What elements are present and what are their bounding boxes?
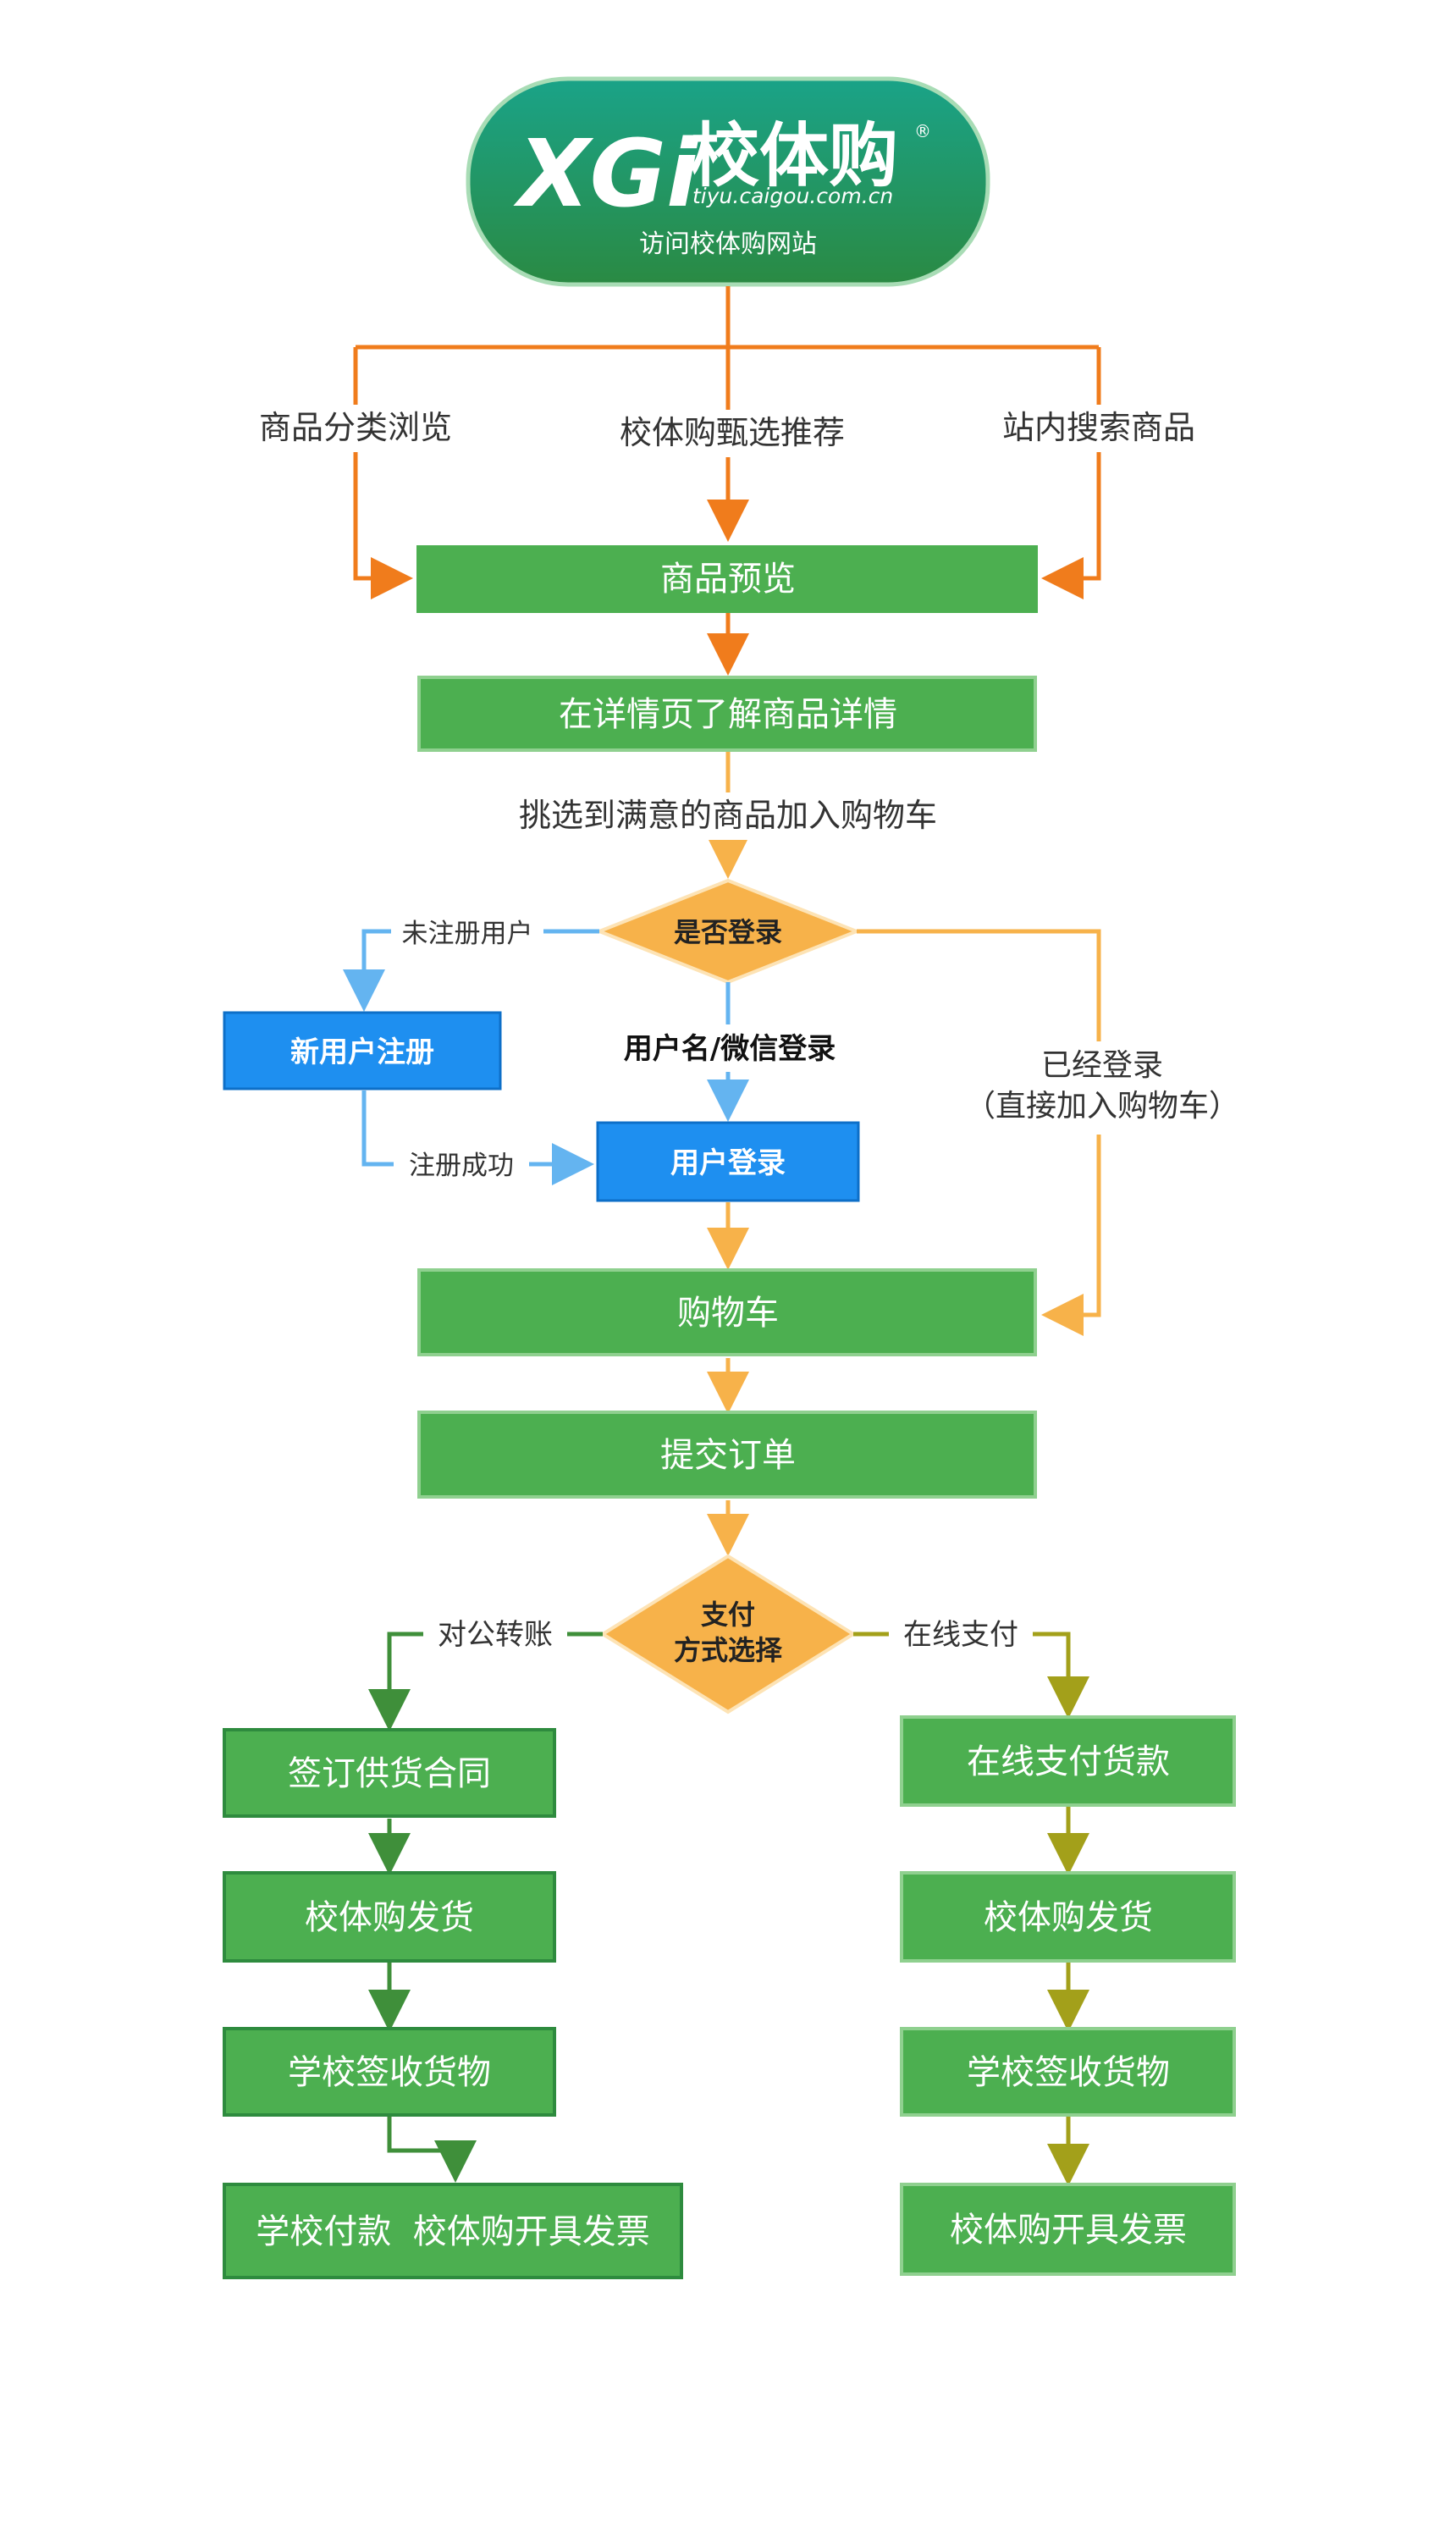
transfer-step-contract: 签订供货合同 bbox=[223, 1728, 556, 1818]
transfer-step-receive: 学校签收货物 bbox=[223, 2027, 556, 2117]
svg-text:学校付款 校体购开具发票: 学校付款 校体购开具发票 bbox=[256, 2212, 649, 2251]
svg-text:是否登录: 是否登录 bbox=[674, 916, 782, 948]
transfer-branch-label: 对公转账 bbox=[438, 1618, 553, 1652]
online-step-pay: 在线支付货款 bbox=[900, 1715, 1236, 1807]
login-method-label: 用户名/微信登录 bbox=[624, 1032, 836, 1066]
svg-text:支付: 支付 bbox=[701, 1599, 755, 1631]
svg-text:商品预览: 商品预览 bbox=[660, 560, 796, 599]
svg-text:在线支付货款: 在线支付货款 bbox=[967, 1742, 1170, 1781]
entry-label-left: 商品分类浏览 bbox=[259, 409, 452, 446]
unregistered-label: 未注册用户 bbox=[402, 919, 533, 949]
svg-text:方式选择: 方式选择 bbox=[674, 1634, 783, 1666]
product-detail-node: 在详情页了解商品详情 bbox=[417, 676, 1037, 752]
registered-mark: ® bbox=[914, 121, 931, 141]
header-subtitle: 访问校体购网站 bbox=[639, 229, 817, 259]
svg-text:购物车: 购物车 bbox=[677, 1294, 779, 1333]
login-decision-node: 是否登录 bbox=[594, 878, 862, 985]
transfer-step-ship: 校体购发货 bbox=[223, 1871, 556, 1963]
online-step-receive: 学校签收货物 bbox=[900, 2027, 1236, 2117]
transfer-step-pay-invoice: 学校付款 校体购开具发票 bbox=[223, 2183, 683, 2279]
brand-name: 校体购 bbox=[690, 116, 898, 196]
svg-text:学校签收货物: 学校签收货物 bbox=[288, 2053, 491, 2092]
svg-text:学校签收货物: 学校签收货物 bbox=[967, 2053, 1170, 2092]
entry-label-right: 站内搜索商品 bbox=[1002, 409, 1195, 446]
svg-text:提交订单: 提交订单 bbox=[660, 1436, 796, 1475]
product-preview-node: 商品预览 bbox=[416, 545, 1038, 613]
logged-in-label-line2: （直接加入购物车） bbox=[965, 1089, 1239, 1124]
user-login-node: 用户登录 bbox=[596, 1121, 860, 1202]
logged-in-label-line1: 已经登录 bbox=[1041, 1048, 1163, 1083]
add-to-cart-label: 挑选到满意的商品加入购物车 bbox=[519, 797, 937, 834]
svg-text:校体购发货: 校体购发货 bbox=[984, 1898, 1153, 1937]
online-step-invoice: 校体购开具发票 bbox=[900, 2183, 1236, 2276]
brand-domain: tiyu.caigou.com.cn bbox=[692, 184, 893, 208]
online-branch-label: 在线支付 bbox=[903, 1618, 1018, 1652]
online-step-ship: 校体购发货 bbox=[900, 1871, 1236, 1963]
cart-node: 购物车 bbox=[417, 1268, 1037, 1356]
new-user-register-node: 新用户注册 bbox=[223, 1011, 502, 1091]
logo-mark-icon: XGi bbox=[513, 119, 699, 228]
svg-text:用户登录: 用户登录 bbox=[670, 1146, 786, 1180]
submit-order-node: 提交订单 bbox=[417, 1411, 1037, 1499]
svg-text:在详情页了解商品详情: 在详情页了解商品详情 bbox=[559, 695, 897, 734]
entry-label-center: 校体购甄选推荐 bbox=[620, 414, 845, 451]
header-node: XGi 校体购 ® tiyu.caigou.com.cn 访问校体购网站 bbox=[466, 76, 990, 287]
svg-text:校体购开具发票: 校体购开具发票 bbox=[950, 2211, 1187, 2250]
svg-text:校体购发货: 校体购发货 bbox=[305, 1898, 474, 1937]
register-success-label: 注册成功 bbox=[409, 1151, 514, 1181]
payment-decision-node: 支付 方式选择 bbox=[599, 1554, 857, 1714]
svg-text:签订供货合同: 签订供货合同 bbox=[288, 1754, 491, 1793]
svg-text:XGi: XGi bbox=[513, 119, 699, 228]
svg-text:新用户注册: 新用户注册 bbox=[290, 1035, 434, 1069]
